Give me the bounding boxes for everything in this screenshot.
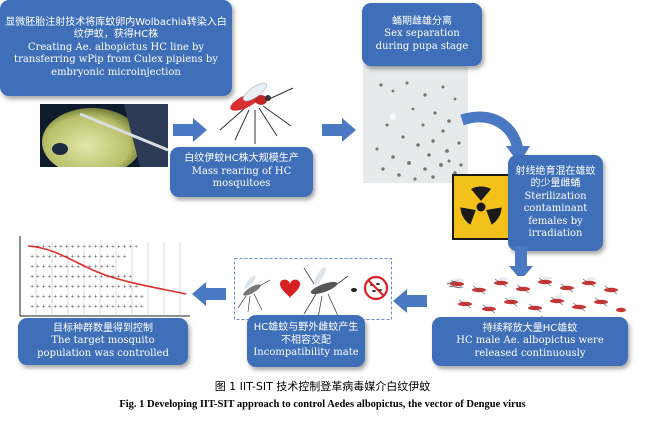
population-decline-chart: + + + + + + + + + + + + + + + + + + + + …: [19, 236, 190, 317]
release-box: 持续释放大量HC雄蚊 HC male Ae. albopictus were r…: [432, 317, 628, 366]
arrow-down: [509, 246, 533, 280]
microinjection-photo: [40, 104, 168, 167]
svg-text:+ + + + + + + + + + + + + + +: + + + + + + + + + + + + + + + + + +: [30, 274, 132, 280]
incompatibility-en: Incompatibility mate: [253, 347, 359, 359]
arrow-left-2: [192, 282, 226, 306]
pupae-photo: [363, 65, 468, 183]
sterilization-box: 射线绝育混在雄蚊的少量雌蛹 Sterilization contaminant …: [508, 155, 603, 251]
radiation-icon: [452, 174, 510, 240]
svg-text:+ + + + + + + + + + + + + + +: + + + + + + + + + + + + + + + + + + + +: [30, 304, 144, 310]
arrow-right-2: [322, 118, 356, 142]
sex-separation-cn: 蛹期雌雄分离: [392, 15, 452, 27]
no-symbol-icon: [363, 275, 389, 301]
microinjection-en-3: embryonic microinjection: [51, 66, 181, 78]
heart-icon: [280, 279, 300, 298]
mass-rearing-en: Mass rearing of HC mosquitoes: [191, 165, 292, 190]
microinjection-box: 显微胚胎注射技术将库蚊卵内Wolbachia转染入白纹伊蚊，获得HC株 Crea…: [0, 0, 232, 96]
svg-text:+ + + + + + + + + + + + + + +: + + + + + + + + + + + + + + + + + + + +: [30, 294, 144, 300]
incompatibility-cn: HC雄蚊与野外雌蚊产生不相容交配: [253, 322, 359, 346]
microinjection-cn: 显微胚胎注射技术将库蚊卵内Wolbachia转染入白纹伊蚊，获得HC株: [5, 16, 227, 41]
incompatibility-box: HC雄蚊与野外雌蚊产生不相容交配 Incompatibility mate: [247, 315, 365, 367]
arrow-left-1: [393, 289, 427, 313]
arrow-right-1: [173, 118, 207, 142]
sex-separation-en: Sex separation during pupa stage: [375, 28, 469, 52]
controlled-box: 目标种群数量得到控制 The target mosquito populatio…: [18, 318, 188, 365]
sex-separation-box: 蛹期雌雄分离 Sex separation during pupa stage: [362, 3, 482, 66]
sterilization-cn: 射线绝育混在雄蚊的少量雌蛹: [515, 165, 596, 190]
mass-rearing-cn: 白纹伊蚊HC株大规模生产: [184, 153, 299, 165]
microinjection-en-2: transferring wPip from Culex pipiens by: [14, 54, 218, 66]
sterilization-en: Sterilization contaminant females by irr…: [523, 190, 588, 240]
mass-rearing-box: 白纹伊蚊HC株大规模生产 Mass rearing of HC mosquito…: [170, 147, 313, 197]
release-cn: 持续释放大量HC雄蚊: [482, 322, 578, 334]
microinjection-en-1: Creating Ae. albopictus HC line by: [27, 41, 205, 53]
mating-panel: [234, 258, 392, 320]
controlled-cn: 目标种群数量得到控制: [53, 322, 153, 334]
controlled-en: The target mosquito population was contr…: [37, 335, 169, 359]
figure-caption-en: Fig. 1 Developing IIT-SIT approach to co…: [119, 399, 526, 410]
svg-text:+ + + + + + + + + + + + + + +: + + + + + + + + + + + + + + + + +: [30, 254, 127, 260]
mosquito-icon: [219, 82, 294, 144]
figure-caption-cn: 图 1 IIT-SIT 技术控制登革病毒媒介白纹伊蚊: [214, 380, 431, 393]
release-en: HC male Ae. albopictus were released con…: [456, 335, 604, 359]
svg-text:+ + + + + + + + + + + + + + +: + + + + + + + + + + + + + + +: [30, 264, 115, 270]
